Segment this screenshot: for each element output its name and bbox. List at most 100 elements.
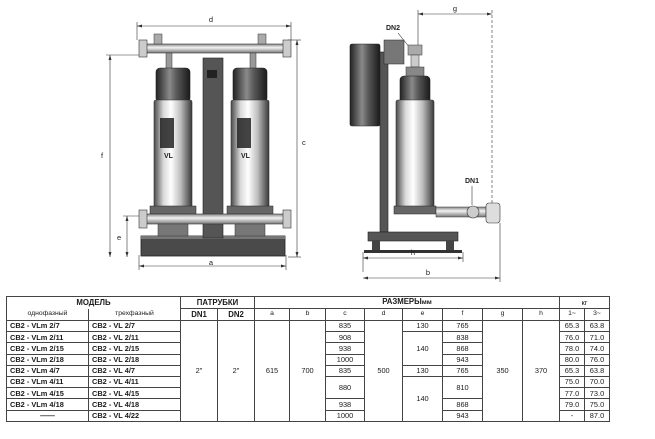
weight-header: кг	[559, 296, 610, 309]
model-three-phase: CB2 - VL 4/11	[88, 375, 181, 389]
weight-3ph-value: 71.0	[584, 331, 610, 344]
f-value: 868	[442, 342, 483, 355]
f-value: 868	[442, 398, 483, 411]
weight-3ph-value: 63.8	[584, 364, 610, 377]
dim-g-label: g	[453, 4, 457, 13]
model-three-phase: CB2 - VL 4/7	[88, 364, 181, 377]
table-row: CB2 - VLm 4/18 CB2 - VL 4/18 938 868 79.…	[6, 398, 610, 411]
dim-h-label: h	[411, 248, 415, 257]
col-d-header: d	[364, 308, 403, 321]
weight-1ph-value: 78.0	[559, 342, 585, 355]
weight-1ph-header: 1~	[559, 308, 585, 321]
f-value: 943	[442, 409, 483, 422]
front-view: d f e c a	[101, 15, 306, 270]
col-f-header: f	[442, 308, 483, 321]
technical-drawing: d f e c a	[101, 4, 501, 282]
f-value: 765	[442, 319, 483, 333]
specifications-table: МОДЕЛЬ ПАТРУБКИ РАЗМЕРЫмм кг однофазный …	[6, 296, 610, 422]
dim-d-label: d	[209, 15, 213, 24]
side-view: g DN2 DN1 h	[349, 4, 501, 282]
model-single-phase: CB2 - VLm 4/15	[6, 387, 89, 400]
col-c-header: c	[325, 308, 365, 321]
f-value: 765	[442, 364, 483, 377]
col-h-header: h	[522, 308, 560, 321]
model-three-phase: CB2 - VL 4/22	[88, 409, 181, 422]
col-e-header: e	[402, 308, 443, 321]
model-three-phase: CB2 - VL 2/11	[88, 331, 181, 344]
col-g-header: g	[482, 308, 523, 321]
dim-c-label: c	[302, 138, 306, 147]
table-row: CB2 - VLm 4/15 CB2 - VL 4/15 77.0 73.0	[6, 387, 610, 400]
dn2-header: DN2	[217, 308, 255, 321]
weight-1ph-value: 76.0	[559, 331, 585, 344]
weight-1ph-value: 65.3	[559, 319, 585, 333]
a-value: 615	[254, 320, 290, 422]
c-value: 1000	[325, 409, 365, 422]
model-three-phase: CB2 - VL 2/7	[88, 319, 181, 333]
table-row: CB2 - VLm 2/15 CB2 - VL 2/15 938 868 78.…	[6, 342, 610, 355]
e-value: 140	[402, 375, 443, 422]
f-value: 838	[442, 331, 483, 344]
c-value: 880	[325, 375, 365, 400]
pump-left-logo: VL	[164, 153, 174, 160]
nozzles-header: ПАТРУБКИ	[180, 296, 255, 309]
f-value: 943	[442, 353, 483, 366]
model-header: МОДЕЛЬ	[6, 296, 181, 309]
weight-1ph-value: 75.0	[559, 375, 585, 389]
single-phase-header: однофазный	[6, 308, 89, 321]
model-single-phase: CB2 - VLm 2/7	[6, 319, 89, 333]
weight-3ph-value: 87.0	[584, 409, 610, 422]
table-row: CB2 - VLm 4/11 CB2 - VL 4/11 880 140 810…	[6, 375, 610, 422]
model-single-phase: CB2 - VLm 2/18	[6, 353, 89, 366]
weight-1ph-value: 77.0	[559, 387, 585, 400]
dn2-label: DN2	[386, 25, 400, 32]
weight-3ph-header: 3~	[584, 308, 610, 321]
e-value: 130	[402, 364, 443, 377]
dn1-header: DN1	[180, 308, 218, 321]
g-value: 350	[482, 320, 523, 422]
dn2-value: 2"	[217, 320, 255, 422]
c-value: 1000	[325, 353, 365, 366]
pump-left: VL	[149, 67, 197, 215]
c-value: 938	[325, 342, 365, 355]
table-row: CB2 - VLm 2/7 CB2 - VL 2/7 2" 2" 615 700…	[6, 319, 610, 422]
dn1-label: DN1	[465, 178, 479, 185]
dim-e-label: e	[117, 233, 121, 242]
e-value: 140	[402, 331, 443, 366]
weight-3ph-value: 70.0	[584, 375, 610, 389]
model-single-phase: CB2 - VLm 2/15	[6, 342, 89, 355]
weight-3ph-value: 73.0	[584, 387, 610, 400]
col-b-header: b	[289, 308, 326, 321]
table-row: CB2 - VLm 4/7 CB2 - VL 4/7 835 130 765 6…	[6, 364, 610, 377]
weight-3ph-value: 75.0	[584, 398, 610, 411]
weight-1ph-value: 65.3	[559, 364, 585, 377]
e-value: 130	[402, 319, 443, 333]
h-value: 370	[522, 320, 560, 422]
weight-3ph-value: 63.8	[584, 319, 610, 333]
dim-b-label: b	[426, 268, 430, 277]
c-value: 908	[325, 331, 365, 344]
model-single-phase: CB2 - VLm 4/11	[6, 375, 89, 389]
model-three-phase: CB2 - VL 4/15	[88, 387, 181, 400]
table-row: —— CB2 - VL 4/22 1000 943 - 87.0	[6, 409, 610, 422]
weight-1ph-value: -	[559, 409, 585, 422]
weight-3ph-value: 74.0	[584, 342, 610, 355]
dn1-value: 2"	[180, 320, 218, 422]
weight-3ph-value: 76.0	[584, 353, 610, 366]
model-single-phase: CB2 - VLm 2/11	[6, 331, 89, 344]
model-three-phase: CB2 - VL 4/18	[88, 398, 181, 411]
weight-1ph-value: 80.0	[559, 353, 585, 366]
model-single-phase: ——	[6, 409, 89, 422]
model-single-phase: CB2 - VLm 4/7	[6, 364, 89, 377]
three-phase-header: трехфазный	[88, 308, 181, 321]
pump-right-logo: VL	[241, 153, 251, 160]
dim-a-label: a	[209, 258, 214, 267]
pump-right: VL	[226, 67, 274, 215]
weight-1ph-value: 79.0	[559, 398, 585, 411]
c-value: 835	[325, 364, 365, 377]
b-value: 700	[289, 320, 326, 422]
model-three-phase: CB2 - VL 2/15	[88, 342, 181, 355]
c-value: 938	[325, 398, 365, 411]
d-value: 500	[364, 320, 403, 422]
table-row: CB2 - VLm 2/11 CB2 - VL 2/11 908 140 838…	[6, 331, 610, 366]
